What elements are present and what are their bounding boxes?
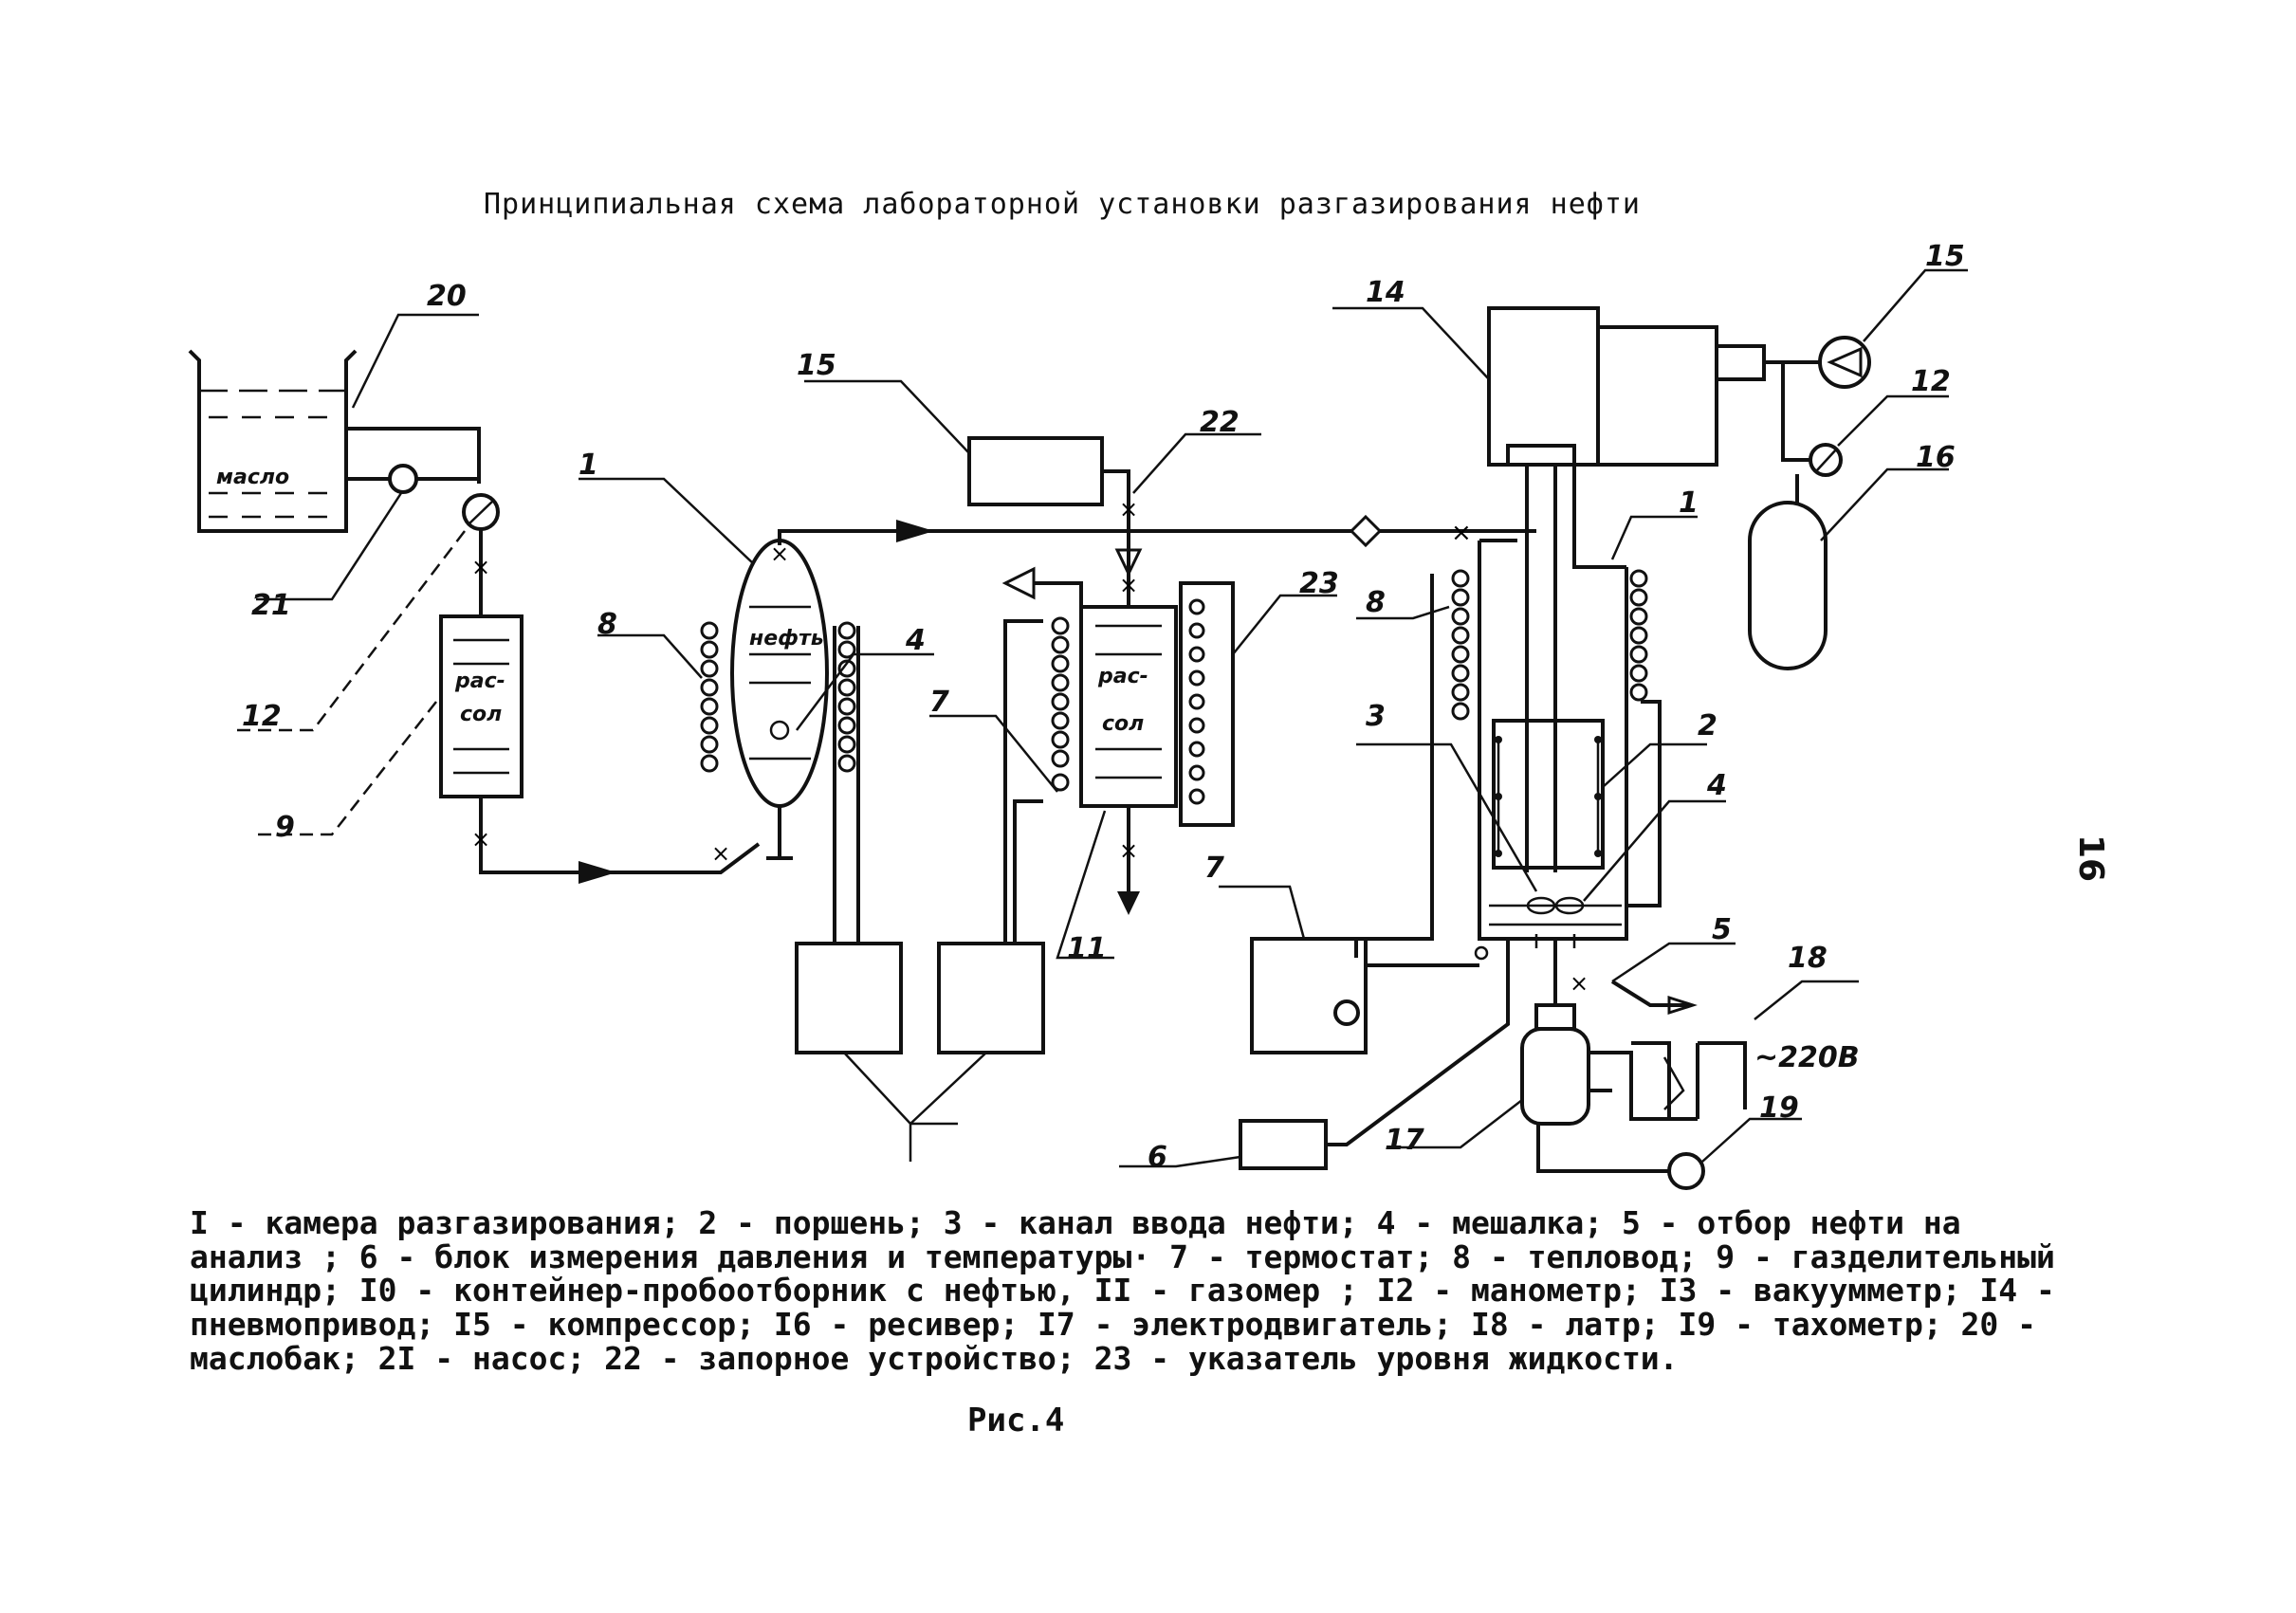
svg-text:×: × (1570, 970, 1589, 997)
callout-23: 23 (1299, 567, 1339, 600)
callout-9: 9 (275, 811, 295, 844)
piston-2 (1492, 719, 1605, 870)
callout-19: 19 (1759, 1091, 1799, 1125)
svg-text:×: × (711, 840, 730, 867)
callout-21: 21 (251, 589, 291, 622)
callout-8b: 8 (1366, 586, 1386, 619)
coil-right-of-chamber (837, 621, 856, 773)
callout-3: 3 (1366, 700, 1386, 733)
container-sampler: рас- сол (1079, 605, 1178, 808)
valve-block (1715, 344, 1766, 381)
measurement-block-6 (1239, 1119, 1328, 1170)
coil-1-right (1629, 569, 1648, 702)
thermostat-7 (1250, 937, 1368, 1054)
page-number: 16 (2071, 834, 2110, 883)
pump-21 (388, 464, 418, 494)
voltage-label: ~220В (1754, 1041, 1860, 1074)
pneumatic-drive-14 (1487, 306, 1600, 467)
compressor-15-right (1818, 336, 1871, 389)
callout-12a: 12 (242, 700, 282, 733)
tachometer-19 (1667, 1152, 1705, 1190)
level-indicator-23 (1179, 581, 1235, 827)
svg-text:×: × (1119, 496, 1138, 522)
compressor-15 (967, 436, 1104, 506)
callout-7b: 7 (1204, 852, 1224, 885)
rassol-left-l1: рас- (454, 669, 505, 693)
callout-18: 18 (1788, 942, 1828, 975)
callout-20: 20 (427, 280, 467, 313)
callout-12b: 12 (1911, 365, 1951, 398)
callout-16: 16 (1916, 441, 1956, 474)
svg-text:×: × (471, 826, 490, 852)
callout-5: 5 (1712, 913, 1732, 946)
callout-1a: 1 (579, 449, 598, 482)
rassol-mid-l2: сол (1102, 712, 1144, 736)
callout-4b: 4 (1706, 769, 1727, 802)
callout-22: 22 (1200, 406, 1240, 439)
svg-text:×: × (1119, 837, 1138, 864)
rassol-mid-l1: рас- (1097, 665, 1148, 688)
svg-text:×: × (770, 541, 789, 567)
oil-tank-label: масло (216, 466, 289, 489)
callouts: 20 21 12 9 8 1 15 22 4 23 8 1 14 15 12 1… (237, 240, 1968, 1174)
coil-8-right (1451, 569, 1470, 721)
neft-label: нефть (749, 627, 824, 651)
coil-left-of-container (1051, 616, 1070, 792)
callout-17: 17 (1385, 1124, 1424, 1157)
callout-6: 6 (1148, 1141, 1167, 1174)
figure-caption: Рис.4 (967, 1402, 1065, 1439)
callout-8a: 8 (597, 608, 617, 641)
callout-14: 14 (1366, 276, 1405, 309)
callout-2: 2 (1698, 709, 1717, 742)
svg-text:×: × (471, 554, 490, 580)
box-right (937, 942, 1045, 1054)
oil-tank: масло (188, 349, 358, 533)
receiver-16 (1748, 501, 1828, 670)
diagram-title: Принципиальная схема лабораторной устано… (484, 188, 1641, 221)
callout-15a: 15 (797, 349, 836, 382)
motor-17 (1520, 1027, 1590, 1126)
svg-text:×: × (1451, 519, 1472, 547)
box-left (795, 942, 903, 1054)
degassing-chamber-left: нефть (730, 539, 829, 860)
callout-11: 11 (1067, 932, 1107, 965)
coil-8-left (700, 621, 719, 773)
callout-4a: 4 (905, 624, 926, 657)
gas-separator-9: рас- сол (439, 614, 523, 798)
callout-7a: 7 (929, 686, 949, 719)
manometer-12-right (1809, 443, 1843, 477)
callout-15b: 15 (1925, 240, 1965, 273)
coupling (1534, 1003, 1576, 1031)
legend-text: I - камера разгазирования; 2 - поршень; … (190, 1204, 2055, 1377)
svg-text:×: × (1119, 572, 1138, 598)
callout-1b: 1 (1679, 486, 1699, 520)
rassol-left-l2: сол (460, 703, 502, 726)
